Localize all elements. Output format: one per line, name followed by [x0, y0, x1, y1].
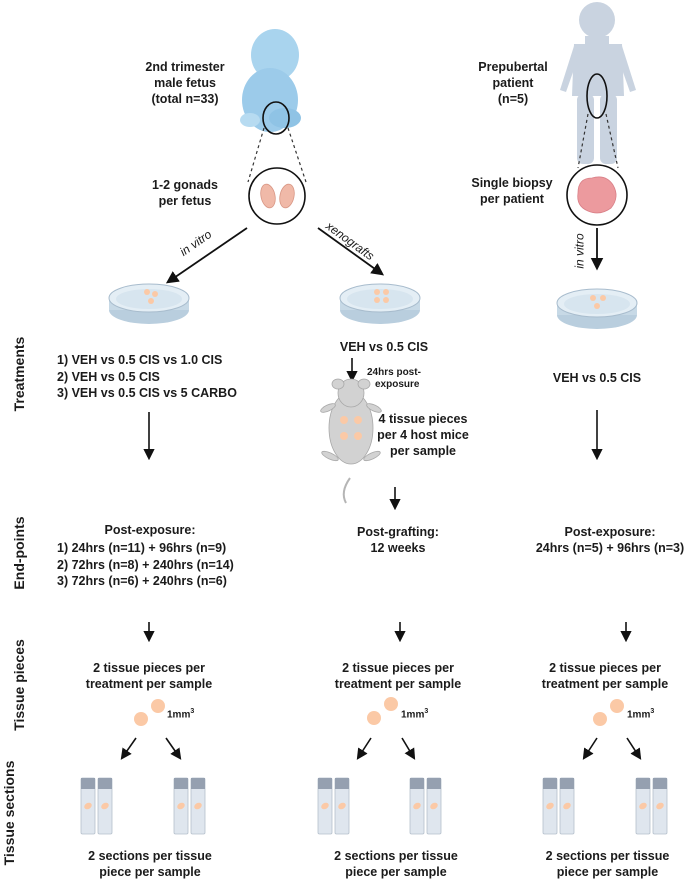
size-label-right: 1mm3 — [627, 708, 654, 720]
patient-title-line3: (n=5) — [497, 92, 529, 106]
size-middle-exp: 3 — [424, 708, 429, 715]
size-right-value: 1mm — [627, 709, 651, 721]
size-left-exp: 3 — [190, 708, 195, 715]
end-point-left-2: 2) 72hrs (n=8) + 240hrs (n=14) — [57, 557, 234, 572]
size-label-left: 1mm3 — [167, 708, 194, 720]
treatment-left-3: 3) VEH vs 0.5 CIS vs 5 CARBO — [57, 386, 237, 400]
slides-left-a — [80, 777, 113, 835]
tissue-pieces-right-line1: 2 tissue pieces per — [549, 661, 661, 675]
size-middle-value: 1mm — [401, 709, 425, 721]
size-label-middle: 1mm3 — [401, 708, 428, 720]
tissue-sections-middle-line2: piece per sample — [345, 865, 447, 879]
tissue-sections-right-label: 2 sections per tissue piece per sample — [530, 848, 685, 880]
in-vitro-right-label: in vitro — [572, 233, 587, 269]
end-points-middle-line2: 12 weeks — [370, 541, 426, 555]
end-points-right-line2: 24hrs (n=5) + 96hrs (n=3) — [535, 541, 685, 555]
end-points-middle-line1: Post-grafting: — [357, 525, 439, 539]
tissue-pieces-right-line2: treatment per sample — [541, 677, 669, 691]
tissue-sections-right-line1: 2 sections per tissue — [545, 849, 670, 863]
split-arrows — [120, 737, 642, 760]
tissue-pieces-left — [134, 699, 165, 726]
slides-middle-a — [317, 777, 350, 835]
fetus-title: 2nd trimester male fetus (total n=33) — [120, 59, 250, 107]
treatments-left: 1) VEH vs 0.5 CIS vs 1.0 CIS 2) VEH vs 0… — [57, 352, 297, 402]
post-exposure-note: 24hrs post- exposure — [367, 367, 447, 391]
end-points-right-line1: Post-exposure: — [564, 525, 656, 539]
mice-label: 4 tissue pieces per 4 host mice per samp… — [368, 411, 478, 459]
biopsy-label-line1: Single biopsy — [471, 176, 553, 190]
row-label-tissue-sections: Tissue sections — [1, 760, 17, 866]
dish-left — [108, 283, 190, 325]
fetus-title-line1: 2nd trimester — [145, 60, 225, 74]
gonads-label-line2: per fetus — [158, 194, 212, 208]
tissue-sections-middle-line1: 2 sections per tissue — [334, 849, 458, 863]
fetus-title-line2: male fetus — [154, 76, 216, 90]
biopsy-label-line2: per patient — [480, 192, 544, 206]
treatment-left-2: 2) VEH vs 0.5 CIS — [57, 369, 160, 384]
end-points-right: Post-exposure: 24hrs (n=5) + 96hrs (n=3) — [530, 524, 685, 556]
row-label-tissue-pieces: Tissue pieces — [11, 639, 27, 731]
slides-right-b — [635, 777, 668, 835]
tissue-pieces-middle — [367, 697, 398, 725]
slides-right-a — [542, 777, 575, 835]
row-label-treatments: Treatments — [11, 336, 27, 412]
arrow-in-vitro-left — [165, 227, 248, 284]
tissue-sections-right-line2: piece per sample — [556, 865, 659, 879]
tissue-pieces-middle-line1: 2 tissue pieces per — [342, 661, 454, 675]
gonads-label: 1-2 gonads per fetus — [130, 177, 240, 209]
end-points-left: 1) 24hrs (n=11) + 96hrs (n=9) 2) 72hrs (… — [57, 540, 287, 590]
treatment-right: VEH vs 0.5 CIS — [552, 371, 642, 385]
post-exposure-note-line2: exposure — [375, 379, 420, 390]
patient-title: Prepubertal patient (n=5) — [463, 59, 563, 107]
patient-illustration — [560, 2, 636, 164]
mice-label-line2: per 4 host mice — [377, 428, 469, 442]
mice-label-line1: 4 tissue pieces — [378, 412, 468, 426]
patient-title-line1: Prepubertal — [478, 60, 548, 74]
dish-right — [556, 288, 638, 330]
tissue-pieces-middle-label: 2 tissue pieces per treatment per sample — [323, 660, 473, 692]
fetus-illustration — [240, 29, 301, 135]
tissue-sections-left-line1: 2 sections per tissue — [88, 849, 212, 863]
tissue-pieces-right — [593, 699, 624, 726]
end-point-left-1: 1) 24hrs (n=11) + 96hrs (n=9) — [57, 541, 227, 555]
biopsy-circle — [566, 164, 628, 226]
tissue-pieces-left-line2: treatment per sample — [85, 677, 213, 691]
fetus-title-line3: (total n=33) — [151, 92, 219, 106]
patient-title-line2: patient — [492, 76, 534, 90]
gonads-label-line1: 1-2 gonads — [152, 178, 218, 192]
mouse-illustration — [320, 378, 382, 504]
end-point-left-3: 3) 72hrs (n=6) + 240hrs (n=6) — [57, 574, 227, 588]
tissue-pieces-left-line1: 2 tissue pieces per — [93, 661, 205, 675]
slides-left-b — [173, 777, 206, 835]
row-label-end-points: End-points — [11, 516, 27, 590]
size-right-exp: 3 — [650, 708, 655, 715]
end-points-left-title: Post-exposure: — [104, 523, 196, 537]
size-left-value: 1mm — [167, 709, 191, 721]
post-exposure-note-line1: 24hrs post- — [367, 367, 421, 378]
end-points-middle: Post-grafting: 12 weeks — [338, 524, 458, 556]
arrow-xenografts — [317, 227, 385, 276]
treatment-left-1: 1) VEH vs 0.5 CIS vs 1.0 CIS — [57, 353, 223, 367]
tissue-sections-middle-label: 2 sections per tissue piece per sample — [316, 848, 476, 880]
dish-middle — [339, 283, 421, 325]
mice-label-line3: per sample — [389, 444, 456, 458]
slides-middle-b — [409, 777, 442, 835]
gonads-circle — [248, 167, 306, 225]
treatment-middle: VEH vs 0.5 CIS — [339, 340, 429, 354]
tissue-pieces-middle-line2: treatment per sample — [334, 677, 462, 691]
tissue-pieces-right-label: 2 tissue pieces per treatment per sample — [530, 660, 680, 692]
biopsy-label: Single biopsy per patient — [462, 175, 562, 207]
tissue-sections-left-label: 2 sections per tissue piece per sample — [70, 848, 230, 880]
tissue-sections-left-line2: piece per sample — [99, 865, 201, 879]
tissue-pieces-left-label: 2 tissue pieces per treatment per sample — [74, 660, 224, 692]
